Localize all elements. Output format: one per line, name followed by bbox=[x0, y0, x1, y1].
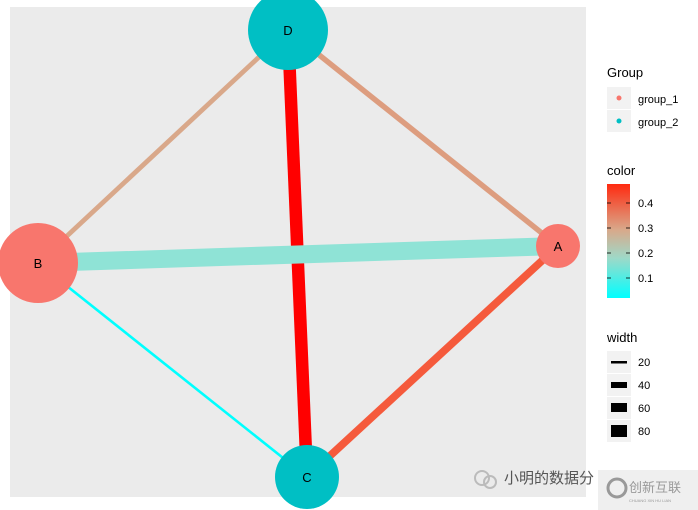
watermark-logo-text: 创新互联 bbox=[629, 480, 681, 495]
watermark-text: 小明的数据分 bbox=[504, 470, 594, 487]
node-label: A bbox=[554, 239, 563, 254]
legend-label: group_1 bbox=[638, 94, 678, 106]
node-D: D bbox=[248, 0, 328, 70]
edge-B-A bbox=[37, 237, 559, 272]
width-key bbox=[611, 382, 627, 388]
legend-group-title: Group bbox=[607, 65, 643, 80]
width-tick: 60 bbox=[638, 403, 650, 415]
colorbar bbox=[607, 184, 630, 298]
node-label: D bbox=[283, 23, 292, 38]
node-B: B bbox=[0, 223, 78, 303]
legend-key-group-2 bbox=[616, 118, 622, 124]
legend-width-title: width bbox=[606, 330, 637, 345]
width-key bbox=[611, 361, 627, 364]
width-tick: 20 bbox=[638, 357, 650, 369]
color-tick: 0.3 bbox=[638, 223, 653, 235]
logo-icon bbox=[606, 477, 628, 499]
node-A: A bbox=[536, 224, 580, 268]
legend: Group group_1 group_2 color 0.1 0.2 0.3 … bbox=[606, 65, 678, 442]
node-label: B bbox=[34, 256, 43, 271]
watermark: 小明的数据分 创新互联 CHUANG XIN HU LIAN bbox=[460, 458, 698, 510]
edge-D-A bbox=[286, 27, 560, 249]
edge-B-D bbox=[36, 28, 290, 265]
width-tick: 40 bbox=[638, 380, 650, 392]
wechat-icon bbox=[474, 470, 490, 486]
edge-B-C bbox=[37, 261, 308, 479]
legend-key-group-1 bbox=[616, 95, 622, 101]
legend-color-title: color bbox=[607, 163, 636, 178]
width-key bbox=[611, 403, 627, 412]
width-tick: 80 bbox=[638, 426, 650, 438]
legend-label: group_2 bbox=[638, 117, 678, 129]
color-tick: 0.2 bbox=[638, 248, 653, 260]
edge-C-A bbox=[304, 243, 561, 480]
color-tick: 0.1 bbox=[638, 273, 653, 285]
width-key bbox=[611, 425, 627, 437]
node-label: C bbox=[302, 470, 311, 485]
color-tick: 0.4 bbox=[638, 198, 653, 210]
node-C: C bbox=[275, 445, 339, 509]
svg-text:CHUANG XIN HU LIAN: CHUANG XIN HU LIAN bbox=[629, 498, 671, 503]
